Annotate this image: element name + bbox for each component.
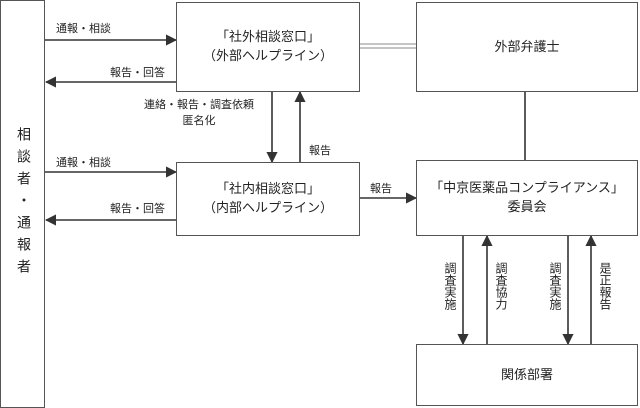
label-correction: 是正報告 bbox=[598, 262, 612, 310]
label-report-consult-1: 通報・相談 bbox=[56, 22, 111, 35]
committee-title: 「中京医薬品コンプライアンス」 bbox=[430, 181, 624, 196]
external-consultation-window: 「社外相談窓口」 （外部ヘルプライン） bbox=[176, 2, 360, 92]
label-liaison-line2: 匿名化 bbox=[182, 114, 216, 127]
external-window-title: 「社外相談窓口」 bbox=[215, 30, 320, 45]
label-liaison-line1: 連絡・報告・調査依頼 bbox=[144, 98, 254, 111]
related-department-label: 関係部署 bbox=[500, 367, 553, 383]
external-lawyer: 外部弁護士 bbox=[416, 2, 638, 92]
compliance-committee: 「中京医薬品コンプライアンス」 委員会 bbox=[416, 160, 638, 236]
external-lawyer-label: 外部弁護士 bbox=[494, 39, 560, 55]
label-cooperation: 調査協力 bbox=[494, 262, 508, 310]
label-investigation-1: 調査実施 bbox=[443, 262, 457, 310]
label-report-reply-2: 報告・回答 bbox=[110, 202, 165, 215]
internal-window-subtitle: （内部ヘルプライン） bbox=[202, 201, 333, 216]
committee-subtitle: 委員会 bbox=[507, 200, 547, 215]
label-report-to-committee: 報告 bbox=[370, 182, 392, 195]
label-liaison: 連絡・報告・調査依頼 匿名化 bbox=[134, 98, 264, 128]
label-report-reply-1: 報告・回答 bbox=[110, 66, 165, 79]
whistleblower-column: 相談者・通報者 bbox=[0, 0, 45, 408]
internal-window-title: 「社内相談窓口」 bbox=[215, 182, 320, 197]
related-department: 関係部署 bbox=[416, 344, 638, 406]
internal-consultation-window: 「社内相談窓口」 （内部ヘルプライン） bbox=[176, 162, 360, 236]
external-window-subtitle: （外部ヘルプライン） bbox=[202, 49, 333, 64]
label-report-consult-2: 通報・相談 bbox=[56, 156, 111, 169]
whistleblower-label: 相談者・通報者 bbox=[15, 127, 31, 281]
label-investigation-2: 調査実施 bbox=[548, 262, 562, 310]
label-report-up: 報告 bbox=[309, 144, 331, 157]
